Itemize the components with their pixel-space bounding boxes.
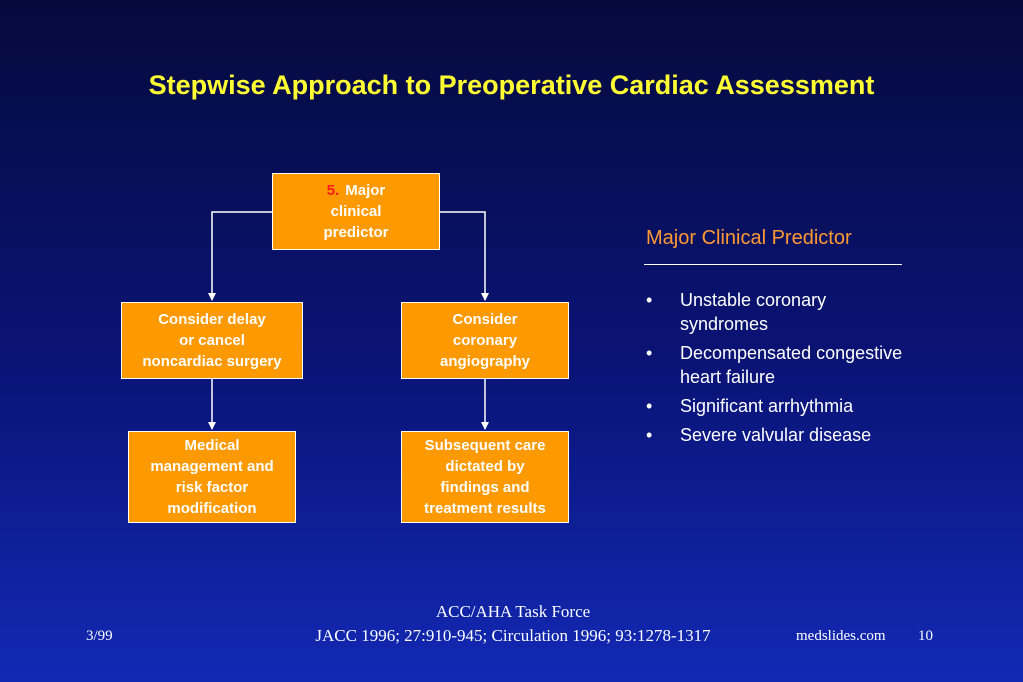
box-label: Medical management and risk factor modif…	[150, 437, 274, 517]
bullet-icon: •	[646, 396, 653, 416]
bullet-icon: •	[646, 290, 653, 310]
list-item: •Decompensated congestive heart failure	[646, 343, 903, 387]
side-panel-heading: Major Clinical Predictor	[646, 227, 852, 249]
connector-top-to-left	[208, 211, 272, 301]
footer-source-line1: ACC/AHA Task Force	[435, 602, 591, 621]
connector-top-to-right	[440, 211, 489, 301]
list-item: •Unstable coronary syndromes	[646, 290, 827, 334]
bullet-icon: •	[646, 343, 653, 363]
side-panel-divider	[644, 264, 902, 265]
box-label: Consider delay or cancel noncardiac surg…	[142, 311, 282, 370]
subsequent-care-box: Subsequent care dictated by findings and…	[401, 431, 569, 523]
consider-delay-box: Consider delay or cancel noncardiac surg…	[121, 302, 303, 379]
page-number: 10	[918, 628, 933, 644]
box-label: Subsequent care dictated by findings and…	[424, 437, 546, 517]
list-item: •Severe valvular disease	[646, 425, 872, 445]
bullet-icon: •	[646, 425, 653, 445]
box-label: Major clinical predictor	[323, 182, 389, 241]
list-item: •Significant arrhythmia	[646, 396, 854, 416]
footer-source-line2: JACC 1996; 27:910-945; Circulation 1996;…	[315, 626, 711, 645]
step-number: 5.	[326, 182, 340, 199]
footer-site: medslides.com	[796, 628, 886, 644]
predictor-list: •Unstable coronary syndromes •Decompensa…	[644, 288, 904, 452]
box-label: Consider coronary angiography	[439, 311, 530, 370]
medical-management-box: Medical management and risk factor modif…	[128, 431, 296, 523]
consider-angiography-box: Consider coronary angiography	[401, 302, 569, 379]
major-clinical-predictor-box: 5.Major clinical predictor	[272, 173, 440, 250]
footer-date: 3/99	[86, 628, 113, 644]
slide-title: Stepwise Approach to Preoperative Cardia…	[148, 70, 875, 100]
